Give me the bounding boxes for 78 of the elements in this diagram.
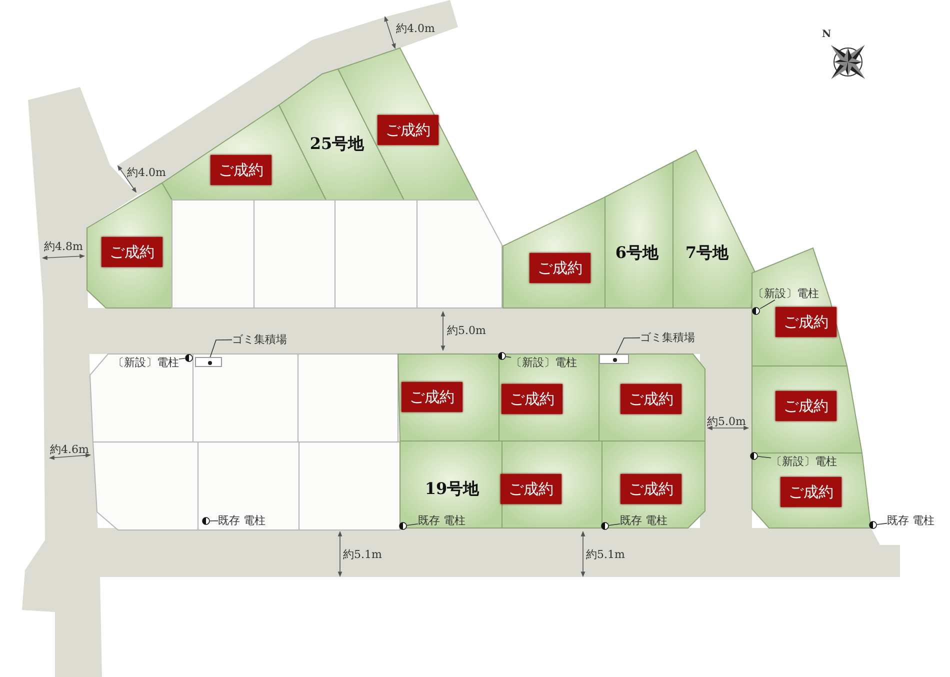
- sold-badge: ご成約: [210, 155, 272, 185]
- utility-pole-symbol: [752, 307, 760, 315]
- dimension-label: 約5.1m: [343, 548, 382, 561]
- utility-pole-symbol: [202, 517, 210, 525]
- leader-line: [178, 358, 186, 360]
- dimension-label: 約4.0m: [127, 166, 166, 179]
- sold-lot: [605, 162, 673, 308]
- pole-label: 既存 電柱: [620, 514, 668, 527]
- sold-badge: ご成約: [620, 384, 682, 414]
- sold-lot: [87, 183, 172, 308]
- land-lot: [172, 200, 254, 308]
- utility-pole-symbol: [399, 522, 407, 530]
- sold-lot: [752, 366, 862, 453]
- land-lot: [90, 354, 193, 442]
- pole-label: 既存 電柱: [887, 514, 934, 527]
- land-lot: [298, 354, 398, 442]
- dimension-label: 約4.0m: [396, 22, 435, 35]
- sold-lot: [752, 453, 871, 528]
- leader-line: [608, 524, 620, 526]
- sold-lot: [503, 197, 605, 308]
- garbage-area: [195, 357, 222, 367]
- utility-pole-symbol: [601, 522, 609, 530]
- utility-pole-symbol: [185, 354, 193, 362]
- leader-line: [406, 524, 418, 526]
- sold-badge: ご成約: [102, 237, 162, 267]
- sold-lot: [398, 354, 499, 441]
- land-lot: [254, 200, 335, 308]
- lot-number: 25号地: [310, 134, 364, 154]
- leader-line: [876, 522, 888, 525]
- land-lot: [299, 442, 400, 530]
- sold-badge: ご成約: [378, 115, 438, 145]
- leader-line: [760, 300, 776, 310]
- lot-number: 6号地: [615, 243, 659, 263]
- dimension-label: 約4.8m: [44, 240, 83, 253]
- land-lot: [93, 442, 198, 530]
- sold-lot: [752, 248, 847, 366]
- pole-label: 既存 電柱: [218, 514, 266, 527]
- pole-label: ゴミ集積場: [640, 331, 695, 344]
- sold-badge: ご成約: [402, 382, 462, 412]
- leader-line: [758, 456, 772, 458]
- pole-label: 既存 電柱: [418, 514, 466, 527]
- lot-number: 19号地: [424, 479, 480, 499]
- land-lot: [417, 200, 502, 308]
- sold-badge: ご成約: [500, 474, 562, 504]
- sold-badge: ご成約: [780, 477, 842, 507]
- pole-label: 〔新設〕電柱: [771, 455, 837, 468]
- pole-label: 〔新設〕電柱: [113, 356, 179, 369]
- leader-line: [210, 520, 218, 522]
- sold-lot: [400, 441, 502, 528]
- utility-pole-symbol: [498, 352, 506, 360]
- leader-line: [210, 339, 232, 358]
- sold-badge: ご成約: [620, 474, 682, 504]
- pole-label: ゴミ集積場: [232, 333, 287, 346]
- utility-pole-symbol: [750, 452, 758, 460]
- sold-lot: [602, 441, 705, 528]
- sold-badge: ご成約: [776, 391, 836, 421]
- lot-number: 7号地: [685, 243, 729, 263]
- sold-badge: ご成約: [776, 307, 836, 337]
- sold-badge: ご成約: [530, 253, 590, 283]
- land-lot: [335, 200, 417, 308]
- utility-pole-symbol: [869, 521, 877, 529]
- north-label: N: [822, 28, 832, 41]
- sold-lot: [599, 354, 705, 441]
- land-lot: [198, 442, 299, 530]
- sold-lot: [673, 150, 755, 308]
- dimension-label: 約4.6m: [50, 443, 89, 456]
- dimension-label: 約5.1m: [586, 548, 625, 561]
- dimension-label: 約5.0m: [707, 415, 746, 428]
- sold-lot: [502, 441, 602, 528]
- leader-line: [616, 337, 640, 354]
- garbage-area: [599, 354, 629, 364]
- sold-badge: ご成約: [502, 384, 562, 414]
- pole-label: 〔新設〕電柱: [753, 287, 819, 300]
- leader-line: [506, 356, 512, 358]
- dimension-label: 約5.0m: [447, 324, 486, 337]
- sold-lot: [499, 354, 599, 441]
- pole-label: 〔新設〕電柱: [511, 356, 577, 369]
- land-lot: [193, 354, 298, 442]
